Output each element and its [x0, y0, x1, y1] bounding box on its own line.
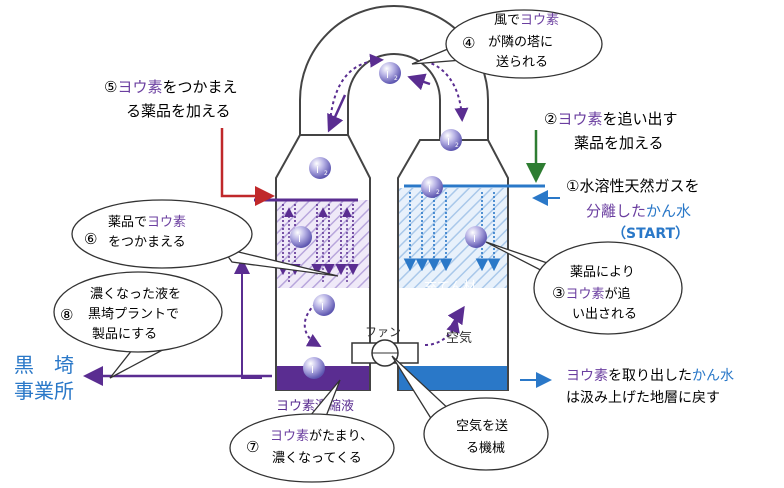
svg-text:I: I [321, 302, 324, 313]
svg-text:風でヨウ素: 風でヨウ素 [494, 13, 559, 28]
svg-text:I: I [447, 137, 450, 148]
callout-6 [71, 199, 339, 277]
svg-text:黒埼プラントで: 黒埼プラントで [88, 307, 179, 322]
callout-3 [485, 241, 683, 335]
iodine-ion-left-bottom: I [303, 357, 325, 379]
fan-note-text: 空気を送 る機械 [456, 418, 508, 456]
right-packing [399, 188, 507, 288]
svg-text:I: I [386, 70, 389, 81]
svg-text:黒 埼: 黒 埼 [14, 353, 74, 377]
step-2-text: ②ヨウ素を追い出す 薬品を加える [544, 110, 677, 152]
iodine-ion-left-packing: I [290, 226, 312, 248]
step-7-text: ⑦ ヨウ素がたまり、 濃くなってくる [246, 429, 373, 466]
iodine-ion-right-packing: I [465, 226, 487, 248]
kurosaki-site-label: 黒 埼 事業所 [14, 353, 74, 403]
svg-text:⑧: ⑧ [60, 306, 73, 324]
callout-4 [411, 9, 603, 79]
step-1-text: ①水溶性天然ガスを 分離したかん水 （START） [566, 177, 699, 242]
svg-text:事業所: 事業所 [14, 379, 74, 403]
svg-text:い出される: い出される [572, 307, 637, 322]
svg-text:薬品により: 薬品により [570, 265, 635, 280]
svg-text:2: 2 [436, 189, 440, 196]
svg-text:る薬品を加える: る薬品を加える [126, 102, 231, 120]
svg-text:る機械: る機械 [466, 441, 505, 456]
svg-text:①水溶性天然ガスを: ①水溶性天然ガスを [566, 177, 699, 195]
svg-text:空気を送: 空気を送 [456, 418, 508, 434]
svg-text:ヨウ素を取り出したかん水: ヨウ素を取り出したかん水 [566, 368, 734, 384]
svg-text:ヨウ素がたまり、: ヨウ素がたまり、 [270, 429, 373, 444]
svg-text:⑤ヨウ素をつかまえ: ⑤ヨウ素をつかまえ [104, 78, 237, 96]
svg-text:③ヨウ素が追: ③ヨウ素が追 [552, 284, 630, 302]
callout-7 [229, 379, 395, 483]
iodine-ion-left-middle: I [313, 294, 335, 316]
svg-text:②ヨウ素を追い出す: ②ヨウ素を追い出す [544, 110, 677, 128]
step-6-text: 薬品でヨウ素 ⑥ をつかまえる [84, 215, 186, 250]
step-8-text: 濃くなった液を ⑧ 黒埼プラントで 製品にする [60, 287, 181, 342]
svg-text:⑥: ⑥ [84, 230, 97, 248]
svg-text:⑦: ⑦ [246, 438, 259, 456]
step-3-text: 薬品により ③ヨウ素が追 い出される [552, 265, 637, 322]
svg-text:薬品でヨウ素: 薬品でヨウ素 [108, 215, 186, 230]
fan-label: ファン [365, 325, 401, 339]
svg-text:（START）: （START） [612, 226, 689, 242]
step-4-text: 風でヨウ素 ④ が隣の塔に 送られる [462, 13, 559, 70]
svg-text:製品にする: 製品にする [92, 327, 157, 342]
svg-text:が隣の塔に: が隣の塔に [488, 34, 553, 50]
svg-text:2: 2 [455, 142, 459, 149]
svg-text:I: I [473, 234, 476, 245]
svg-text:I: I [428, 184, 431, 195]
return-text: ヨウ素を取り出したかん水 は汲み上げた地層に戻す [566, 368, 734, 406]
svg-text:をつかまえる: をつかまえる [108, 235, 186, 250]
concentrate-label: ヨウ素濃縮液 [276, 398, 354, 414]
svg-text:2: 2 [394, 75, 398, 82]
svg-text:は汲み上げた地層に戻す: は汲み上げた地層に戻す [566, 390, 720, 406]
reagent-inlet-left [220, 128, 275, 206]
step-5-text: ⑤ヨウ素をつかまえ る薬品を加える [104, 78, 237, 120]
right-tower [397, 139, 545, 391]
svg-text:送られる: 送られる [496, 55, 548, 70]
svg-text:I: I [316, 165, 319, 176]
svg-text:I: I [298, 234, 301, 245]
fan: ファン [351, 325, 419, 367]
callout-8 [53, 271, 223, 379]
svg-text:④: ④ [462, 34, 475, 52]
svg-text:分離したかん水: 分離したかん水 [586, 202, 691, 220]
air-label: 空気 [446, 330, 472, 346]
callout-fan [391, 355, 549, 471]
recycle-loop [234, 258, 262, 379]
svg-text:濃くなってくる: 濃くなってくる [272, 451, 362, 466]
packing-label: 充てん材 [424, 279, 476, 295]
svg-text:濃くなった液を: 濃くなった液を [90, 287, 181, 302]
svg-text:2: 2 [324, 170, 328, 177]
svg-text:I: I [311, 365, 314, 376]
svg-text:薬品を加える: 薬品を加える [574, 134, 664, 152]
